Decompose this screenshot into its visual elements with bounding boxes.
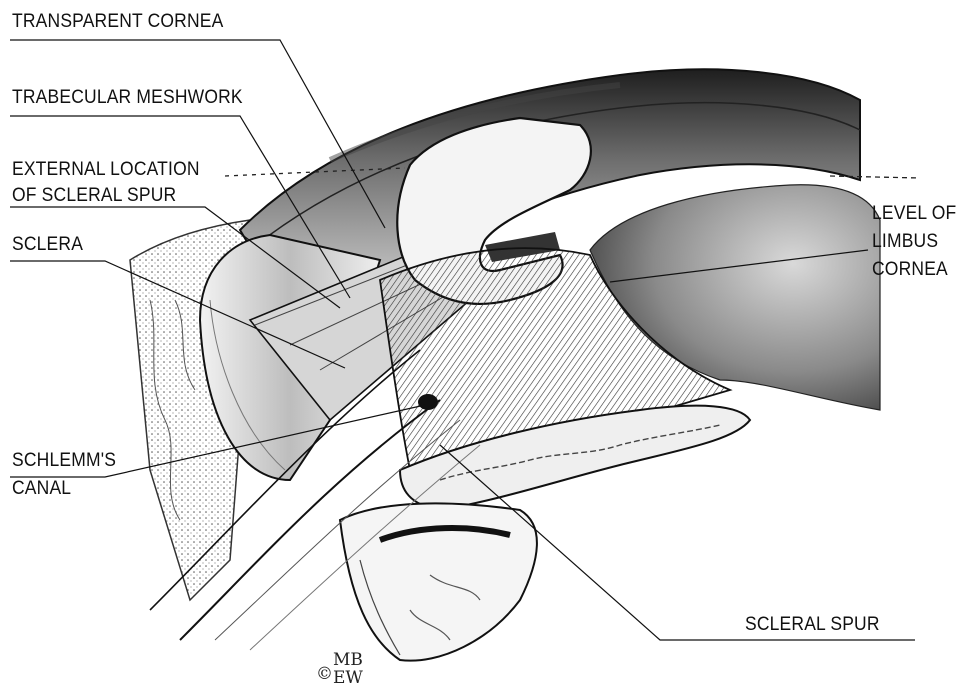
label-level-of-limbus-line2: LIMBUS bbox=[872, 230, 938, 254]
label-transparent-cornea: TRANSPARENT CORNEA bbox=[12, 10, 223, 34]
label-sclera: SCLERA bbox=[12, 233, 83, 257]
signature-line2: EW bbox=[333, 670, 363, 686]
label-external-location-line2: OF SCLERAL SPUR bbox=[12, 184, 176, 208]
label-trabecular-meshwork: TRABECULAR MESHWORK bbox=[12, 86, 243, 110]
signature-line1: MB bbox=[333, 652, 363, 668]
label-schlemms-canal-line2: CANAL bbox=[12, 477, 71, 501]
label-level-of-limbus-line1: LEVEL OF bbox=[872, 202, 956, 226]
limbus-level-line bbox=[830, 176, 920, 178]
label-level-of-limbus-line3: CORNEA bbox=[872, 258, 948, 282]
label-schlemms-canal-line1: SCHLEMM'S bbox=[12, 449, 116, 473]
schlemms-canal bbox=[418, 394, 438, 410]
signature-copyright: © bbox=[316, 666, 333, 682]
label-scleral-spur: SCLERAL SPUR bbox=[745, 613, 880, 637]
label-external-location-line1: EXTERNAL LOCATION bbox=[12, 158, 200, 182]
